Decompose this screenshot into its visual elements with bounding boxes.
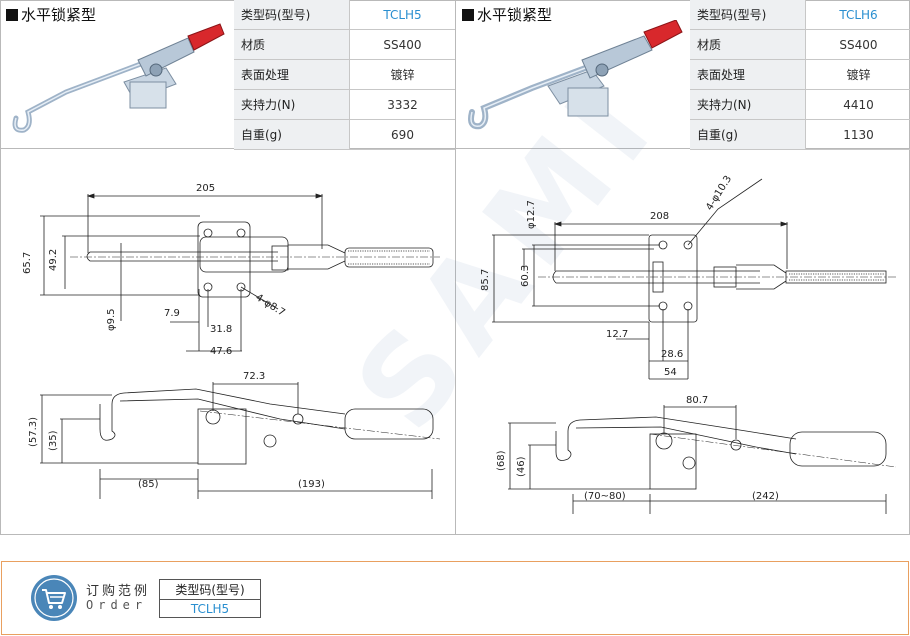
dim-85-7: 85.7 (480, 269, 491, 291)
order-table: 类型码(型号) TCLH5 (159, 579, 261, 618)
spec-row: 表面处理镀锌 (690, 59, 910, 90)
dim-57-3: (57.3) (28, 417, 39, 447)
dim-65-7: 65.7 (22, 252, 33, 274)
dim-31-8: 31.8 (210, 324, 232, 335)
dim-193: (193) (298, 479, 325, 490)
title-square-icon (462, 8, 474, 21)
dim-49-2: 49.2 (48, 249, 59, 271)
order-example: 订购范例 Order 类型码(型号) TCLH5 (1, 561, 909, 635)
order-table-header: 类型码(型号) (159, 579, 261, 600)
dim-85: (85) (138, 479, 159, 490)
dimension-drawing: φ12.7 4-φ10.3 208 85.7 60.3 12.7 28.6 54… (480, 174, 897, 514)
dim-46: (46) (516, 456, 527, 477)
spec-row: 自重(g)690 (234, 119, 455, 150)
dim-35: (35) (48, 430, 59, 451)
dim-12-7: 12.7 (606, 329, 628, 340)
dim-phi-9-5: φ9.5 (106, 309, 117, 332)
spec-row: 夹持力(N)4410 (690, 89, 910, 120)
spec-row: 类型码(型号)TCLH6 (690, 0, 910, 30)
dim-28-6: 28.6 (661, 349, 683, 360)
dim-80-7: 80.7 (686, 395, 708, 406)
dim-205: 205 (196, 183, 215, 194)
section-title: 水平锁紧型 (462, 4, 552, 25)
order-title: 订购范例 (86, 584, 151, 599)
dim-47-6: 47.6 (210, 346, 232, 357)
order-table-value: TCLH5 (159, 599, 261, 618)
title-square-icon (6, 8, 18, 21)
horizontal-divider (0, 148, 910, 149)
spec-row: 表面处理镀锌 (234, 59, 455, 90)
dim-60-3: 60.3 (520, 265, 531, 287)
dim-242: (242) (752, 491, 779, 502)
vertical-divider (455, 0, 456, 534)
dim-7-9: 7.9 (164, 308, 180, 319)
cart-icon (31, 575, 77, 621)
dim-208: 208 (650, 211, 669, 222)
dimension-drawing: 205 65.7 49.2 φ9.5 7.9 31.8 47.6 4-φ8.7 … (22, 183, 441, 499)
dim-4-phi-10-3: 4-φ10.3 (704, 174, 734, 213)
clamp-photo (12, 23, 225, 133)
dim-68: (68) (496, 450, 507, 471)
dim-4-phi-8-7: 4-φ8.7 (253, 292, 286, 319)
dim-72-3: 72.3 (243, 371, 265, 382)
section-title: 水平锁紧型 (6, 4, 96, 25)
spec-row: 夹持力(N)3332 (234, 89, 455, 120)
clamp-photo (468, 20, 683, 130)
dim-54: 54 (664, 367, 677, 378)
order-subtitle: Order (86, 598, 148, 612)
dim-70-80: (70~80) (584, 491, 626, 502)
dim-phi-12-7: φ12.7 (526, 200, 537, 229)
spec-row: 类型码(型号)TCLH5 (234, 0, 455, 30)
spec-row: 自重(g)1130 (690, 119, 910, 150)
